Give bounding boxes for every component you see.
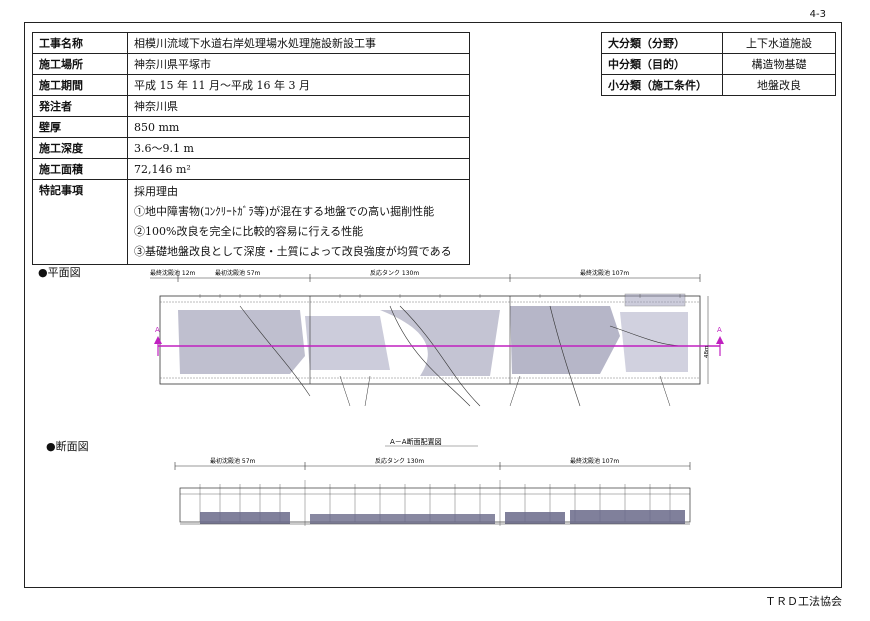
info-row: 発注者神奈川県	[32, 95, 470, 117]
page-frame	[24, 22, 842, 588]
project-info-table: 工事名称相模川流域下水道右岸処理場水処理施設新設工事 施工場所神奈川県平塚市 施…	[32, 32, 470, 265]
plan-drawing: 最終沈殿池 12m 最初沈殿池 57m 反応タンク 130m 最終沈殿池 107…	[150, 269, 724, 407]
info-row: 施工場所神奈川県平塚市	[32, 53, 470, 75]
class-value: 上下水道施設	[722, 32, 836, 54]
info-value: 神奈川県	[127, 95, 470, 117]
info-value: 相模川流域下水道右岸処理場水処理施設新設工事	[127, 32, 470, 54]
plan-label: ●平面図	[38, 266, 81, 279]
info-key: 施工場所	[32, 53, 128, 75]
class-value: 地盤改良	[722, 74, 836, 96]
plan-dim-left: 最終沈殿池 12m	[150, 269, 196, 277]
info-key: 施工深度	[32, 137, 128, 159]
footer-org: ＴＲＤ工法協会	[765, 595, 842, 608]
note-line: ①地中障害物(ｺﾝｸﾘｰﾄｶﾞﾗ等)が混在する地盤での高い掘削性能	[134, 205, 435, 218]
info-key: 施工面積	[32, 158, 128, 180]
section-dim-3: 最終沈殿池 107m	[570, 457, 619, 465]
info-value: 神奈川県平塚市	[127, 53, 470, 75]
note-line: ③基礎地盤改良として深度・土質によって改良強度が均質である	[134, 245, 452, 258]
notes-row: 特記事項 採用理由 ①地中障害物(ｺﾝｸﾘｰﾄｶﾞﾗ等)が混在する地盤での高い掘…	[32, 179, 470, 265]
info-key: 発注者	[32, 95, 128, 117]
plan-dim-3: 最終沈殿池 107m	[580, 269, 629, 277]
classification-table: 大分類（分野）上下水道施設 中分類（目的）構造物基礎 小分類（施工条件）地盤改良	[601, 32, 836, 96]
class-key: 中分類（目的）	[601, 53, 723, 75]
info-key: 施工期間	[32, 74, 128, 96]
class-row: 小分類（施工条件）地盤改良	[601, 74, 836, 96]
notes-value: 採用理由 ①地中障害物(ｺﾝｸﾘｰﾄｶﾞﾗ等)が混在する地盤での高い掘削性能 ②…	[127, 179, 470, 265]
info-value: 72,146 m²	[127, 158, 470, 180]
class-key: 小分類（施工条件）	[601, 74, 723, 96]
note-line: 採用理由	[134, 185, 178, 198]
info-key: 工事名称	[32, 32, 128, 54]
section-title: A－A断面配置図	[390, 437, 442, 446]
plan-width-mark: 48m	[704, 346, 710, 358]
plan-dim-1: 最初沈殿池 57m	[215, 269, 261, 277]
info-value: 850 mm	[127, 116, 470, 138]
info-row: 施工期間平成 15 年 11 月～平成 16 年 3 月	[32, 74, 470, 96]
notes-key: 特記事項	[32, 179, 128, 265]
section-mark-left: A	[155, 326, 160, 334]
class-row: 大分類（分野）上下水道施設	[601, 32, 836, 54]
plan-dim-2: 反応タンク 130m	[370, 269, 419, 277]
section-dim-1: 最初沈殿池 57m	[210, 457, 256, 465]
info-value: 3.6～9.1 m	[127, 137, 470, 159]
section-label: ●断面図	[46, 440, 89, 453]
section-dim-2: 反応タンク 130m	[375, 457, 424, 465]
page-number: 4-3	[809, 9, 826, 20]
section-mark-right: A	[717, 326, 722, 334]
class-key: 大分類（分野）	[601, 32, 723, 54]
info-row: 工事名称相模川流域下水道右岸処理場水処理施設新設工事	[32, 32, 470, 54]
class-row: 中分類（目的）構造物基礎	[601, 53, 836, 75]
info-key: 壁厚	[32, 116, 128, 138]
section-drawing: A－A断面配置図 最初沈殿池 57m 反応タンク 130m 最終沈殿池 107m	[174, 437, 691, 526]
class-value: 構造物基礎	[722, 53, 836, 75]
note-line: ②100%改良を完全に比較的容易に行える性能	[134, 225, 364, 238]
info-value: 平成 15 年 11 月～平成 16 年 3 月	[127, 74, 470, 96]
